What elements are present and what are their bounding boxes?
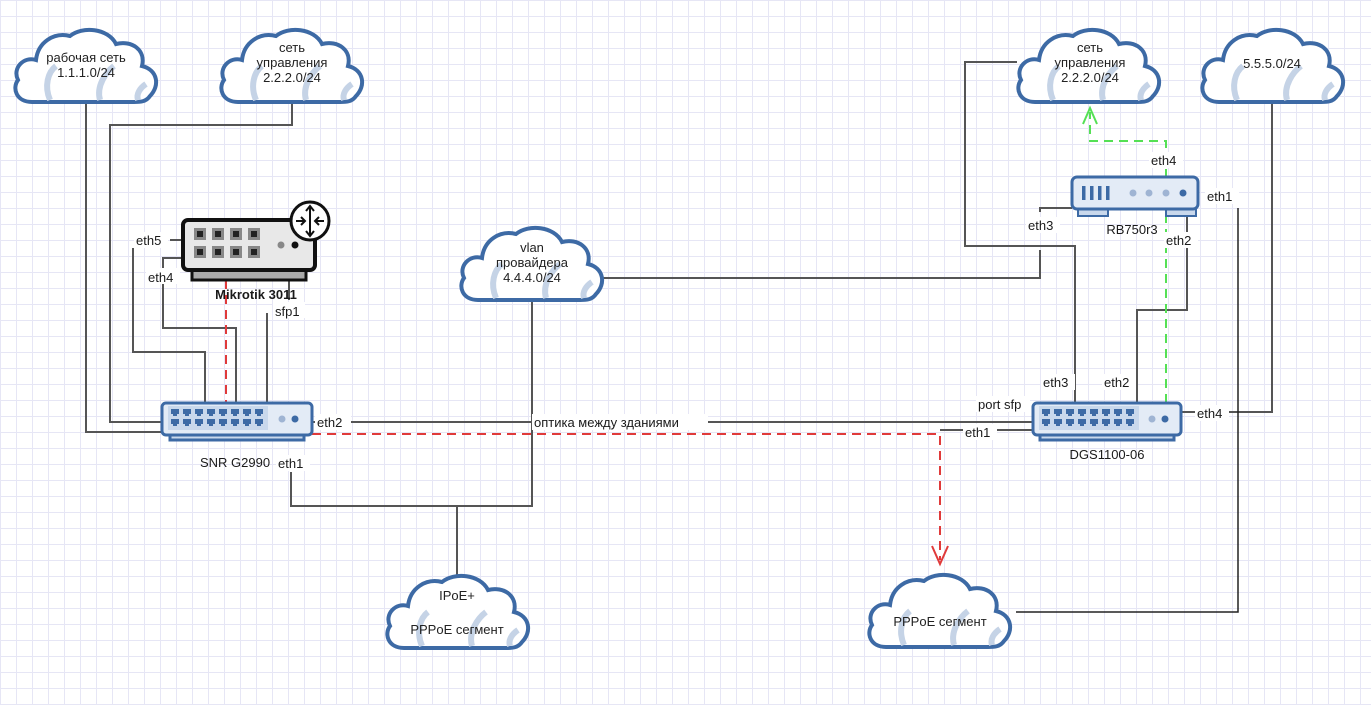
switch-port-icon (255, 419, 263, 426)
link-mgmt-left-snr[interactable] (109, 100, 293, 423)
red-arrow-head (931, 545, 949, 567)
link-snr-eth1-ipoe[interactable] (290, 472, 458, 578)
cloud-mgmt-left-line3: 2.2.2.0/24 (263, 70, 321, 85)
links (85, 61, 1273, 613)
rb750-label: RB750r3 (1106, 222, 1157, 237)
dgs-eth2-label: eth2 (1104, 375, 1129, 390)
switch-port-icon (231, 409, 239, 416)
link-vlan-rb-eth3[interactable] (598, 250, 1041, 279)
snr-eth2-label: eth2 (317, 415, 342, 430)
snr-eth1-label: eth1 (278, 456, 303, 471)
snr-label: SNR G2990 (200, 455, 270, 470)
dgs-port-sfp-label: port sfp (978, 397, 1021, 412)
switch-port-icon (207, 419, 215, 426)
cloud-ipoe-line1: IPoE+ (439, 588, 475, 603)
rb-eth4-label: eth4 (1151, 153, 1176, 168)
mikrotik-label: Mikrotik 3011 (215, 287, 297, 302)
mikrotik-eth5-label: eth5 (136, 233, 161, 248)
switch-port-icon (1126, 419, 1134, 426)
switch-port-icon (171, 409, 179, 416)
link-worknet-snr[interactable] (85, 100, 162, 433)
switch-port-icon (243, 409, 251, 416)
port-labels: eth5 eth4 sfp1 eth2 eth1 оптика между зд… (134, 152, 1239, 471)
green-traffic-path (1089, 112, 1167, 403)
cloud-net5[interactable]: 5.5.5.0/24 (1202, 30, 1343, 102)
cloud-vlan-line2: провайдера (496, 255, 569, 270)
link-rb-eth2-dgs-eth2[interactable] (1136, 216, 1188, 403)
switch-port-icon (219, 419, 227, 426)
switch-port-icon (1078, 419, 1086, 426)
switch-port-icon (1114, 419, 1122, 426)
cloud-pppoe-line1: PPPoE сегмент (893, 614, 986, 629)
switch-port-icon (195, 419, 203, 426)
rb-eth1-label: eth1 (1207, 189, 1232, 204)
snr-ports (168, 406, 268, 430)
cloud-ipoe[interactable]: IPoE+ PPPoE сегмент (387, 576, 528, 648)
dgs-eth3-label: eth3 (1043, 375, 1068, 390)
device-rb750[interactable]: RB750r3 (1070, 175, 1200, 237)
cloud-vlan-line3: 4.4.4.0/24 (503, 270, 561, 285)
cloud-mgmt-left-line2: управления (257, 55, 328, 70)
cloud-mgmt-right[interactable]: сеть управления 2.2.2.0/24 (1018, 30, 1159, 102)
green-arrow-head (1082, 105, 1098, 125)
red-traffic-path (225, 280, 941, 560)
cloud-ipoe-line2: PPPoE сегмент (410, 622, 503, 637)
device-snr-switch[interactable]: SNR G2990 (160, 401, 314, 470)
dgs-ports (1039, 406, 1139, 430)
switch-port-icon (1090, 419, 1098, 426)
switch-port-icon (1126, 409, 1134, 416)
switch-port-icon (1054, 409, 1062, 416)
fiber-link-label: оптика между зданиями (534, 415, 679, 430)
cloud-pppoe[interactable]: PPPoE сегмент (869, 575, 1010, 647)
cloud-vlan-line1: vlan (520, 240, 544, 255)
rb-eth2-label: eth2 (1166, 233, 1191, 248)
cloud-mgmt-right-line3: 2.2.2.0/24 (1061, 70, 1119, 85)
dgs-label: DGS1100-06 (1070, 447, 1145, 462)
device-mikrotik[interactable]: Mikrotik 3011 (181, 200, 331, 302)
switch-port-icon (1102, 419, 1110, 426)
mikrotik-sfp1-label: sfp1 (275, 304, 300, 319)
link-dgs-eth4-net5[interactable] (1180, 104, 1273, 413)
switch-port-icon (1066, 419, 1074, 426)
cloud-work-network[interactable]: рабочая сеть 1.1.1.0/24 (15, 30, 156, 102)
switch-port-icon (207, 409, 215, 416)
switch-port-icon (195, 409, 203, 416)
switch-port-icon (1042, 409, 1050, 416)
switch-port-icon (1090, 409, 1098, 416)
link-mikrotik-eth5-snr[interactable] (132, 248, 206, 403)
link-mgmt-right-dgs-eth3[interactable] (964, 61, 1076, 403)
mikrotik-eth4-label: eth4 (148, 270, 173, 285)
cloud-mgmt-right-line2: управления (1055, 55, 1126, 70)
cloud-mgmt-left-line1: сеть (279, 40, 305, 55)
cloud-work-network-line2: 1.1.1.0/24 (57, 65, 115, 80)
rb-eth3-label: eth3 (1028, 218, 1053, 233)
switch-port-icon (183, 419, 191, 426)
switch-port-icon (219, 409, 227, 416)
cloud-vlan-provider[interactable]: vlan провайдера 4.4.4.0/24 (461, 228, 602, 300)
switch-port-icon (183, 409, 191, 416)
switch-port-icon (1054, 419, 1062, 426)
router-icon (289, 200, 331, 242)
switch-port-icon (171, 419, 179, 426)
switch-port-icon (255, 409, 263, 416)
link-rb-eth3[interactable] (1039, 207, 1072, 212)
switch-port-icon (1042, 419, 1050, 426)
link-mikrotik-eth4[interactable] (162, 257, 237, 403)
switch-port-icon (1102, 409, 1110, 416)
cloud-mgmt-right-line1: сеть (1077, 40, 1103, 55)
link-rb-eth1-pppoe[interactable] (1016, 208, 1239, 613)
cloud-net5-line1: 5.5.5.0/24 (1243, 56, 1301, 71)
link-vlan-ipoe[interactable] (457, 300, 533, 507)
dgs-eth4-label: eth4 (1197, 406, 1222, 421)
switch-port-icon (243, 419, 251, 426)
device-dgs-switch[interactable]: DGS1100-06 (1031, 401, 1183, 462)
switch-port-icon (1078, 409, 1086, 416)
switch-port-icon (1114, 409, 1122, 416)
cloud-mgmt-left[interactable]: сеть управления 2.2.2.0/24 (221, 30, 362, 102)
switch-port-icon (1066, 409, 1074, 416)
cloud-work-network-line1: рабочая сеть (46, 50, 126, 65)
switch-port-icon (231, 419, 239, 426)
dgs-eth1-label: eth1 (965, 425, 990, 440)
